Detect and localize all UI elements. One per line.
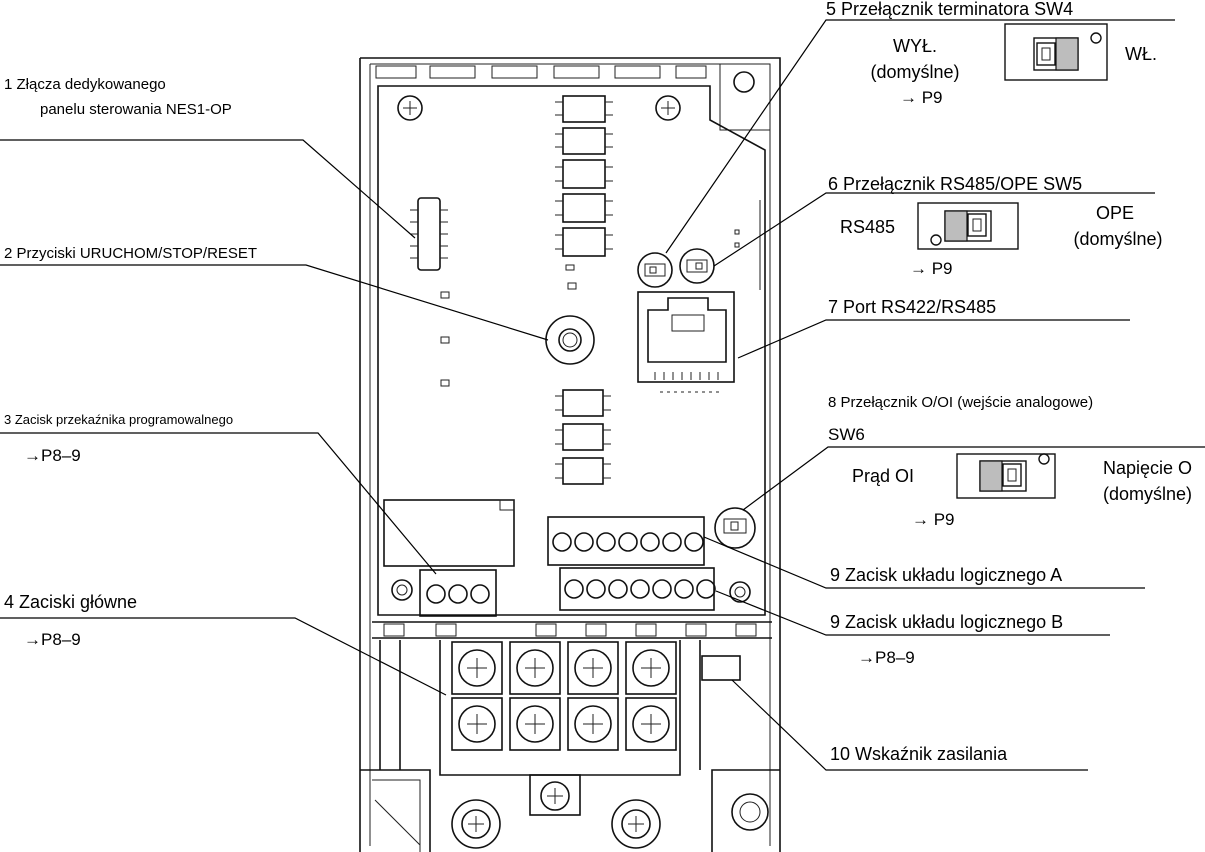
callout-3-label: 3 Zacisk przekaźnika programowalnego: [4, 412, 234, 427]
leader-lines: [0, 19, 1205, 771]
callout-2-label: 2 Przyciski URUCHOM/STOP/RESET: [4, 245, 258, 262]
callout-1-line2: panelu sterowania NES1-OP: [40, 101, 232, 118]
callout-5-on-label: WŁ.: [1125, 44, 1158, 64]
callout-9a-label: 9 Zacisk układu logicznego A: [830, 565, 1063, 585]
device-housing: [359, 57, 781, 852]
sw6-detail-switch: [956, 453, 1056, 499]
callout-1-line1: 1 Złącza dedykowanego: [4, 76, 166, 93]
callout-6-right-line2: (domyślne): [1073, 229, 1163, 249]
callout-5-off-default: (domyślne): [870, 62, 960, 82]
callout-7-label: 7 Port RS422/RS485: [828, 297, 997, 317]
callout-8-right-line1: Napięcie O: [1102, 458, 1193, 478]
callout-9b-ref: →P8–9: [858, 648, 915, 667]
callout-6-left: RS485: [840, 217, 896, 237]
callout-9b-label: 9 Zacisk układu logicznego B: [830, 612, 1064, 632]
callout-5-label: 5 Przełącznik terminatora SW4: [826, 0, 1074, 19]
callout-10-label: 10 Wskaźnik zasilania: [830, 744, 1008, 764]
callout-6-label: 6 Przełącznik RS485/OPE SW5: [828, 174, 1083, 194]
callout-6-ref: → P9: [910, 259, 953, 278]
callout-8-left: Prąd OI: [852, 466, 915, 486]
callout-8-right-line2: (domyślne): [1102, 484, 1193, 504]
callout-5-ref: → P9: [900, 88, 943, 107]
circuit-board: [377, 85, 766, 617]
main-terminal-block: [360, 621, 780, 852]
callout-8-sub: SW6: [828, 425, 865, 444]
callout-6-right-line1: OPE: [1095, 203, 1134, 223]
callout-8-ref: → P9: [912, 510, 955, 529]
callout-5-off-label: WYŁ.: [892, 36, 937, 56]
callout-4-ref: →P8–9: [24, 630, 81, 649]
sw4-detail-switch: [1004, 23, 1108, 81]
callout-3-ref: →P8–9: [24, 446, 81, 465]
sw5-detail-switch: [917, 202, 1019, 250]
callout-8-label: 8 Przełącznik O/OI (wejście analogowe): [828, 394, 1094, 411]
callout-4-label: 4 Zaciski główne: [4, 592, 138, 612]
